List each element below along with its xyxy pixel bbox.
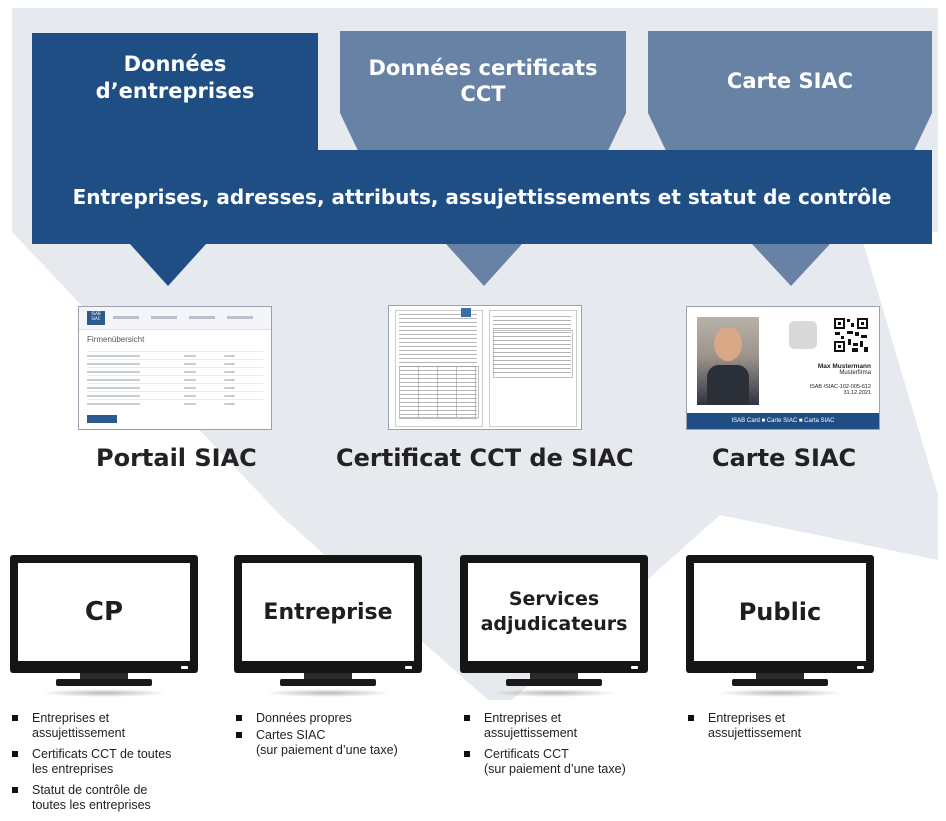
monitor-label-public: Public [738, 598, 822, 626]
monitor-services: Services adjudicateurs [460, 555, 648, 703]
bullets-public: Entreprises et assujettissement [686, 711, 886, 747]
monitor-screen: CP [10, 555, 198, 673]
card-number: ISAB /SIAC-102-005-612 [809, 384, 871, 390]
monitor-screen: Services adjudicateurs [460, 555, 648, 673]
monitor-label-entreprise: Entreprise [263, 599, 393, 625]
monitor-label-cp: CP [84, 597, 124, 627]
card-photo [697, 317, 759, 405]
list-item: Entreprises et assujettissement [462, 711, 662, 741]
portal-thumbnail: ISAB SIAC Firmenübersicht [78, 306, 272, 430]
bullets-cp: Entreprises et assujettissement Certific… [10, 711, 210, 819]
card-chip [789, 321, 817, 349]
list-item: Entreprises et assujettissement [686, 711, 886, 741]
card-footer: ISAB Card ■ Carte SIAC ■ Carta SIAC [687, 413, 879, 429]
monitor-label-services: Services adjudicateurs [480, 588, 628, 635]
bullets-entreprise: Données propres Cartes SIAC (sur paiemen… [234, 711, 434, 764]
list-item: Entreprises et assujettissement [10, 711, 210, 741]
connector-arrow-data [130, 244, 206, 286]
list-item: Statut de contrôle de toutes les entrepr… [10, 783, 210, 813]
connector-arrow-cct [446, 244, 522, 286]
portal-caption: Portail SIAC [96, 444, 257, 472]
list-item: Certificats CCT (sur paiement d’une taxe… [462, 747, 662, 777]
monitor-entreprise: Entreprise [234, 555, 422, 703]
monitor-cp: CP [10, 555, 198, 703]
monitor-public: Public [686, 555, 874, 703]
list-item: Données propres [234, 711, 434, 726]
card-date: 31.12.2021 [843, 390, 871, 396]
certificate-thumbnail [388, 305, 582, 430]
portal-heading: Firmenübersicht [87, 335, 145, 344]
card-caption: Carte SIAC [712, 444, 857, 472]
cct-data-box: Données certificats CCT [340, 31, 626, 155]
portal-logo: ISAB SIAC [87, 311, 105, 325]
company-data-box: Données d’entreprises [32, 33, 318, 155]
list-item: Cartes SIAC (sur paiement d’une taxe) [234, 728, 434, 758]
cct-data-label: Données certificats CCT [368, 56, 598, 106]
monitor-screen: Public [686, 555, 874, 673]
data-band-label: Entreprises, adresses, attributs, assuje… [72, 185, 892, 209]
card-holder-name: Max Mustermann [817, 363, 871, 370]
card-thumbnail: Max Mustermann Musterfirma ISAB /SIAC-10… [686, 306, 880, 430]
siac-card-label: Carte SIAC [726, 69, 854, 93]
certificate-caption: Certificat CCT de SIAC [336, 444, 634, 472]
siac-card-box: Carte SIAC [648, 31, 932, 155]
siac-card-shape [648, 31, 932, 155]
connector-arrow-card [752, 244, 830, 286]
list-item: Certificats CCT de toutes les entreprise… [10, 747, 210, 777]
bullets-services: Entreprises et assujettissement Certific… [462, 711, 662, 783]
cct-data-shape [340, 31, 626, 155]
company-data-label: Données d’entreprises [95, 52, 255, 103]
data-band: Entreprises, adresses, attributs, assuje… [32, 150, 932, 244]
monitor-screen: Entreprise [234, 555, 422, 673]
card-company: Musterfirma [839, 370, 871, 376]
qr-code-icon [833, 317, 869, 353]
